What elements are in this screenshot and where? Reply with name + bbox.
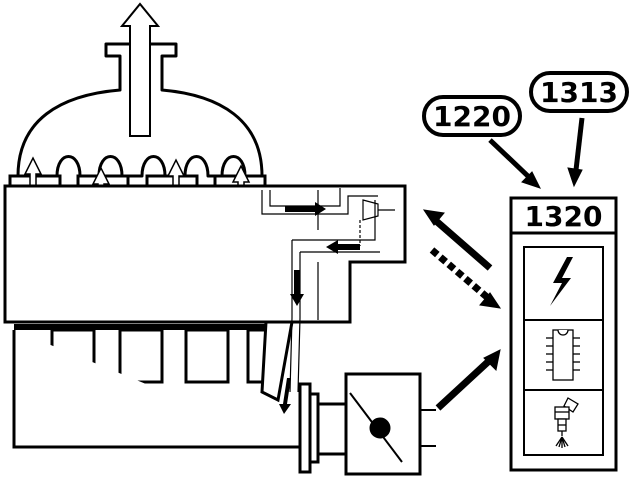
label-pill-1313: 1313 [529,71,629,113]
controller-1320: 1320 [509,196,618,472]
throttle-body [298,372,436,476]
label-pill-1220: 1220 [422,95,522,137]
svg-text:1313: 1313 [540,76,618,109]
engine-block [3,184,407,324]
lightning-icon [550,257,573,306]
signal-arrows [422,209,502,411]
svg-text:1220: 1220 [433,100,511,133]
chip-icon [546,329,580,381]
intake-duct [260,320,294,403]
controller-label: 1320 [525,200,603,233]
pill-arrows [488,117,585,189]
egr-flow-arrows [279,202,360,414]
injector-icon [554,397,579,448]
exhaust-outlet-arrow [119,2,161,137]
engine-crankcase [12,324,300,449]
